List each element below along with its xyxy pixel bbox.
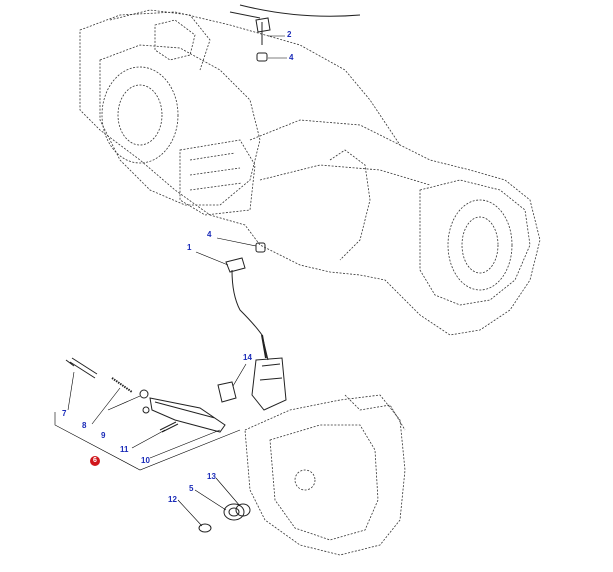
bearing-5 <box>223 503 245 521</box>
sensor-2 <box>229 11 271 45</box>
callout-10[interactable]: 10 <box>141 456 150 465</box>
callout-7[interactable]: 7 <box>62 409 67 418</box>
sensor-1 <box>225 257 269 361</box>
spring-8 <box>111 377 133 393</box>
lever-10 <box>149 397 226 433</box>
callout-8[interactable]: 8 <box>82 421 87 430</box>
cap-14 <box>217 381 237 403</box>
callout-4-top[interactable]: 4 <box>289 53 294 62</box>
pin-11 <box>159 421 179 433</box>
callout-5[interactable]: 5 <box>189 484 194 493</box>
ring-12 <box>198 523 212 533</box>
callout-4-mid[interactable]: 4 <box>207 230 212 239</box>
callout-14[interactable]: 14 <box>243 353 252 362</box>
group-badge-6[interactable]: 6 <box>90 456 100 466</box>
oring-13 <box>235 503 251 517</box>
callout-13[interactable]: 13 <box>207 472 216 481</box>
callout-9[interactable]: 9 <box>101 431 106 440</box>
connector-14 <box>251 357 287 411</box>
nut-4-top <box>256 52 268 62</box>
washer-9 <box>139 389 149 399</box>
callout-12[interactable]: 12 <box>168 495 177 504</box>
lower-gearbox-housing <box>244 394 406 556</box>
nut-4-mid <box>255 242 266 253</box>
callout-11[interactable]: 11 <box>120 445 129 454</box>
callout-1[interactable]: 1 <box>187 243 192 252</box>
transmission-housing <box>79 9 541 336</box>
callout-2[interactable]: 2 <box>287 30 292 39</box>
bolt-7 <box>65 357 98 379</box>
